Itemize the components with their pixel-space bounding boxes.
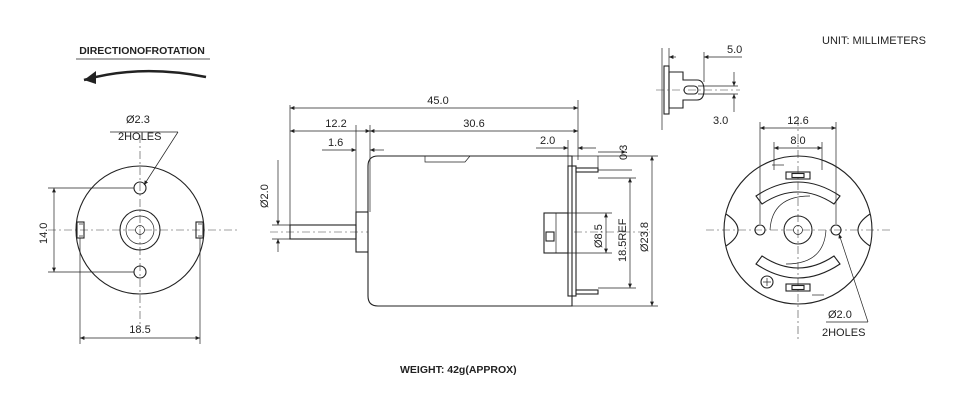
right-hole-diameter: Ø2.0 [828, 309, 852, 321]
dim-right-inner-span: 8.0 [790, 135, 805, 147]
dim-overall-length: 45.0 [427, 95, 448, 107]
direction-of-rotation-title: DIRECTIONOFROTATION [79, 45, 205, 57]
dim-body-diameter: Ø23.8 [639, 222, 651, 252]
dim-terminal-thickness: 0.3 [618, 145, 630, 160]
left-end-view [48, 131, 240, 344]
dim-left-height: 14.0 [38, 223, 50, 244]
dim-boss-length: 1.6 [328, 137, 343, 149]
dim-left-width: 18.5 [129, 324, 150, 336]
right-holes-count: 2HOLES [822, 327, 865, 339]
dim-terminal-width: 5.0 [727, 44, 742, 56]
dim-right-outer-span: 12.6 [787, 115, 808, 127]
dim-flange-ref: 18.5REF [617, 218, 629, 262]
dim-body-length: 30.6 [463, 118, 484, 130]
dim-terminal-offset: 2.0 [540, 135, 555, 147]
unit-note: UNIT: MILLIMETERS [822, 35, 926, 47]
left-hole-diameter: Ø2.3 [126, 114, 150, 126]
rotation-arrowhead [84, 71, 96, 84]
dim-shaft-diameter: Ø2.0 [259, 184, 271, 208]
left-holes-count: 2HOLES [118, 131, 161, 143]
terminal-detail [656, 48, 742, 130]
dim-boss-diameter: Ø8.5 [593, 224, 605, 248]
side-view [270, 100, 658, 307]
right-end-view [706, 118, 892, 340]
rotation-arrow [83, 69, 207, 82]
dim-terminal-hole: 3.0 [713, 115, 728, 127]
weight-note: WEIGHT: 42g(APPROX) [400, 364, 517, 376]
dim-shaft-length: 12.2 [325, 118, 346, 130]
